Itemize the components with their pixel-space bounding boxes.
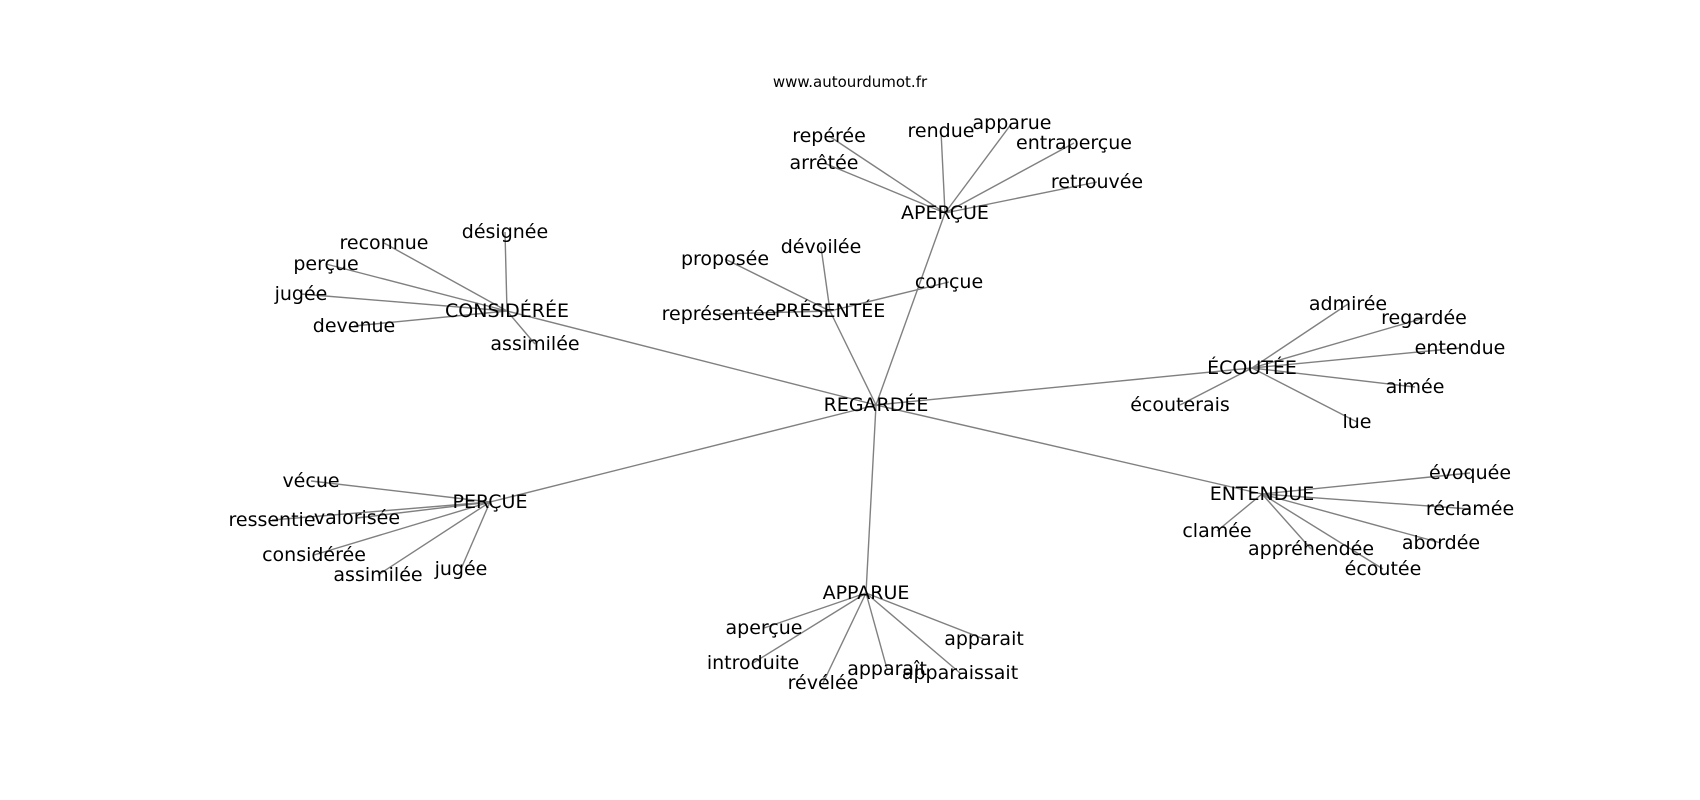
node-leaf-apercue-entrapercue: entraperçue [1016, 132, 1132, 154]
node-leaf-percue-vecue: vécue [282, 470, 339, 492]
node-leaf-ecoutee-lue: lue [1342, 411, 1371, 433]
edge-root-apercue [875, 212, 946, 406]
edge-apparue-apparait [865, 592, 985, 640]
source-watermark: www.autourdumot.fr [773, 73, 928, 91]
edge-entendue-ecoutee [1261, 493, 1384, 570]
edge-ecoutee-regardee [1251, 317, 1425, 369]
edge-percue-jugee [460, 501, 491, 570]
edge-entendue-evoquee [1261, 472, 1471, 495]
node-group-consideree: CONSIDÉRÉE [445, 299, 569, 322]
node-group-apparue: APPARUE [823, 582, 910, 604]
edge-presentee-concue [829, 281, 950, 312]
edge-presentee-representee [718, 310, 831, 315]
edge-ecoutee-aimee [1251, 367, 1416, 388]
node-leaf-percue-jugee: jugée [434, 558, 488, 580]
edge-apparue-apercue [763, 592, 867, 629]
node-leaf-entendue-abordee: abordée [1402, 532, 1480, 554]
edge-ecoutee-lue [1251, 367, 1358, 423]
node-leaf-percue-consideree: considérée [262, 544, 366, 566]
node-leaf-apercue-reperee: repérée [792, 125, 866, 147]
edge-consideree-designee [504, 231, 508, 312]
edge-apercue-reperee [828, 135, 946, 214]
node-leaf-ecoutee-aimee: aimée [1386, 376, 1445, 398]
node-leaf-apparue-apparait: apparait [944, 628, 1024, 650]
node-group-apercue: APERÇUE [901, 202, 989, 224]
node-leaf-ecoutee-regardee: regardée [1381, 307, 1467, 329]
node-leaf-consideree-reconnue: reconnue [340, 232, 429, 254]
node-leaf-consideree-assimilee: assimilée [490, 333, 579, 355]
edge-apparue-apparaissait [865, 592, 961, 674]
edge-percue-consideree [313, 501, 491, 556]
node-leaf-entendue-evoquee: évoquée [1429, 462, 1511, 484]
node-leaf-entendue-apprehendee: appréhendée [1248, 538, 1374, 560]
node-leaf-apparue-apparaissait: apparaissait [902, 662, 1018, 684]
node-leaf-presentee-devoilee: dévoilée [781, 236, 862, 258]
edge-consideree-percue [325, 263, 508, 312]
node-leaf-ecoutee-entendue: entendue [1415, 337, 1506, 359]
node-root-regardee: REGARDÉE [824, 393, 929, 416]
node-leaf-consideree-designee: désignée [462, 221, 548, 243]
node-group-entendue: ENTENDUE [1210, 483, 1315, 505]
edge-apercue-retrouvee [944, 181, 1098, 214]
edge-consideree-assimilee [506, 310, 536, 345]
node-leaf-entendue-ecoutee: écoutée [1345, 558, 1422, 580]
edge-apparue-apparait [865, 592, 888, 670]
node-leaf-apercue-rendue: rendue [908, 120, 975, 142]
edge-percue-assimilee [377, 501, 491, 576]
node-leaf-entendue-reclamee: réclamée [1426, 498, 1514, 520]
node-leaf-apparue-introduite: introduite [707, 652, 799, 674]
edge-entendue-apprehendee [1261, 493, 1312, 550]
edge-percue-ressentie [271, 501, 491, 521]
node-leaf-presentee-proposee: proposée [681, 248, 769, 270]
node-leaf-percue-valorisee: valorisée [314, 507, 400, 529]
node-leaf-consideree-jugee: jugée [274, 283, 328, 305]
edge-presentee-proposee [724, 258, 831, 312]
node-leaf-entendue-clamee: clamée [1182, 520, 1251, 542]
edge-apparue-revelee [822, 592, 867, 684]
node-group-ecoutee: ÉCOUTÉE [1207, 356, 1297, 379]
edges-layer [271, 122, 1471, 684]
edge-entendue-clamee [1216, 493, 1263, 532]
edge-entendue-reclamee [1261, 493, 1471, 510]
node-leaf-consideree-devenue: devenue [313, 315, 395, 337]
node-leaf-percue-assimilee: assimilée [333, 564, 422, 586]
edge-root-apparue [865, 404, 877, 594]
node-group-percue: PERÇUE [453, 491, 528, 513]
edge-root-ecoutee [875, 367, 1253, 406]
labels-layer: www.autourdumot.fr REGARDÉE APERÇUE repéré… [228, 73, 1514, 694]
node-leaf-consideree-percue: perçue [293, 253, 358, 275]
node-leaf-apercue-apparue: apparue [973, 112, 1052, 134]
edge-presentee-devoilee [820, 246, 831, 312]
node-leaf-apparue-revelee: révélée [788, 672, 859, 694]
edge-root-presentee [829, 310, 877, 406]
edge-percue-valorisee [356, 501, 491, 519]
node-leaf-percue-ressentie: ressentie [228, 509, 315, 531]
edge-ecoutee-entendue [1251, 347, 1461, 369]
edge-entendue-abordee [1261, 493, 1442, 544]
node-leaf-apparue-apparait: apparaît [847, 658, 927, 680]
node-leaf-presentee-representee: représentée [662, 303, 777, 325]
node-leaf-apercue-arretee: arrêtée [789, 152, 858, 174]
node-leaf-presentee-concue: conçue [915, 271, 983, 293]
edge-apercue-entrapercue [944, 142, 1075, 214]
edge-apparue-introduite [752, 592, 867, 664]
node-leaf-ecoutee-admiree: admirée [1309, 293, 1387, 315]
edge-consideree-reconnue [383, 242, 508, 312]
node-leaf-ecoutee-ecouterais: écouterais [1130, 394, 1230, 416]
edge-percue-vecue [310, 480, 491, 503]
node-leaf-apercue-retrouvee: retrouvée [1051, 171, 1143, 193]
edge-root-entendue [875, 404, 1263, 495]
node-group-presentee: PRÉSENTÉE [775, 299, 886, 322]
edge-apercue-arretee [823, 162, 946, 214]
edge-root-percue [489, 404, 877, 503]
edge-apercue-rendue [940, 130, 946, 214]
edge-consideree-jugee [300, 293, 508, 312]
node-leaf-apparue-apercue: aperçue [726, 617, 803, 639]
edge-ecoutee-admiree [1251, 303, 1349, 369]
edge-root-consideree [506, 310, 877, 406]
edge-consideree-devenue [353, 310, 508, 327]
edge-apercue-apparue [944, 122, 1013, 214]
edge-ecoutee-ecouterais [1179, 367, 1253, 406]
